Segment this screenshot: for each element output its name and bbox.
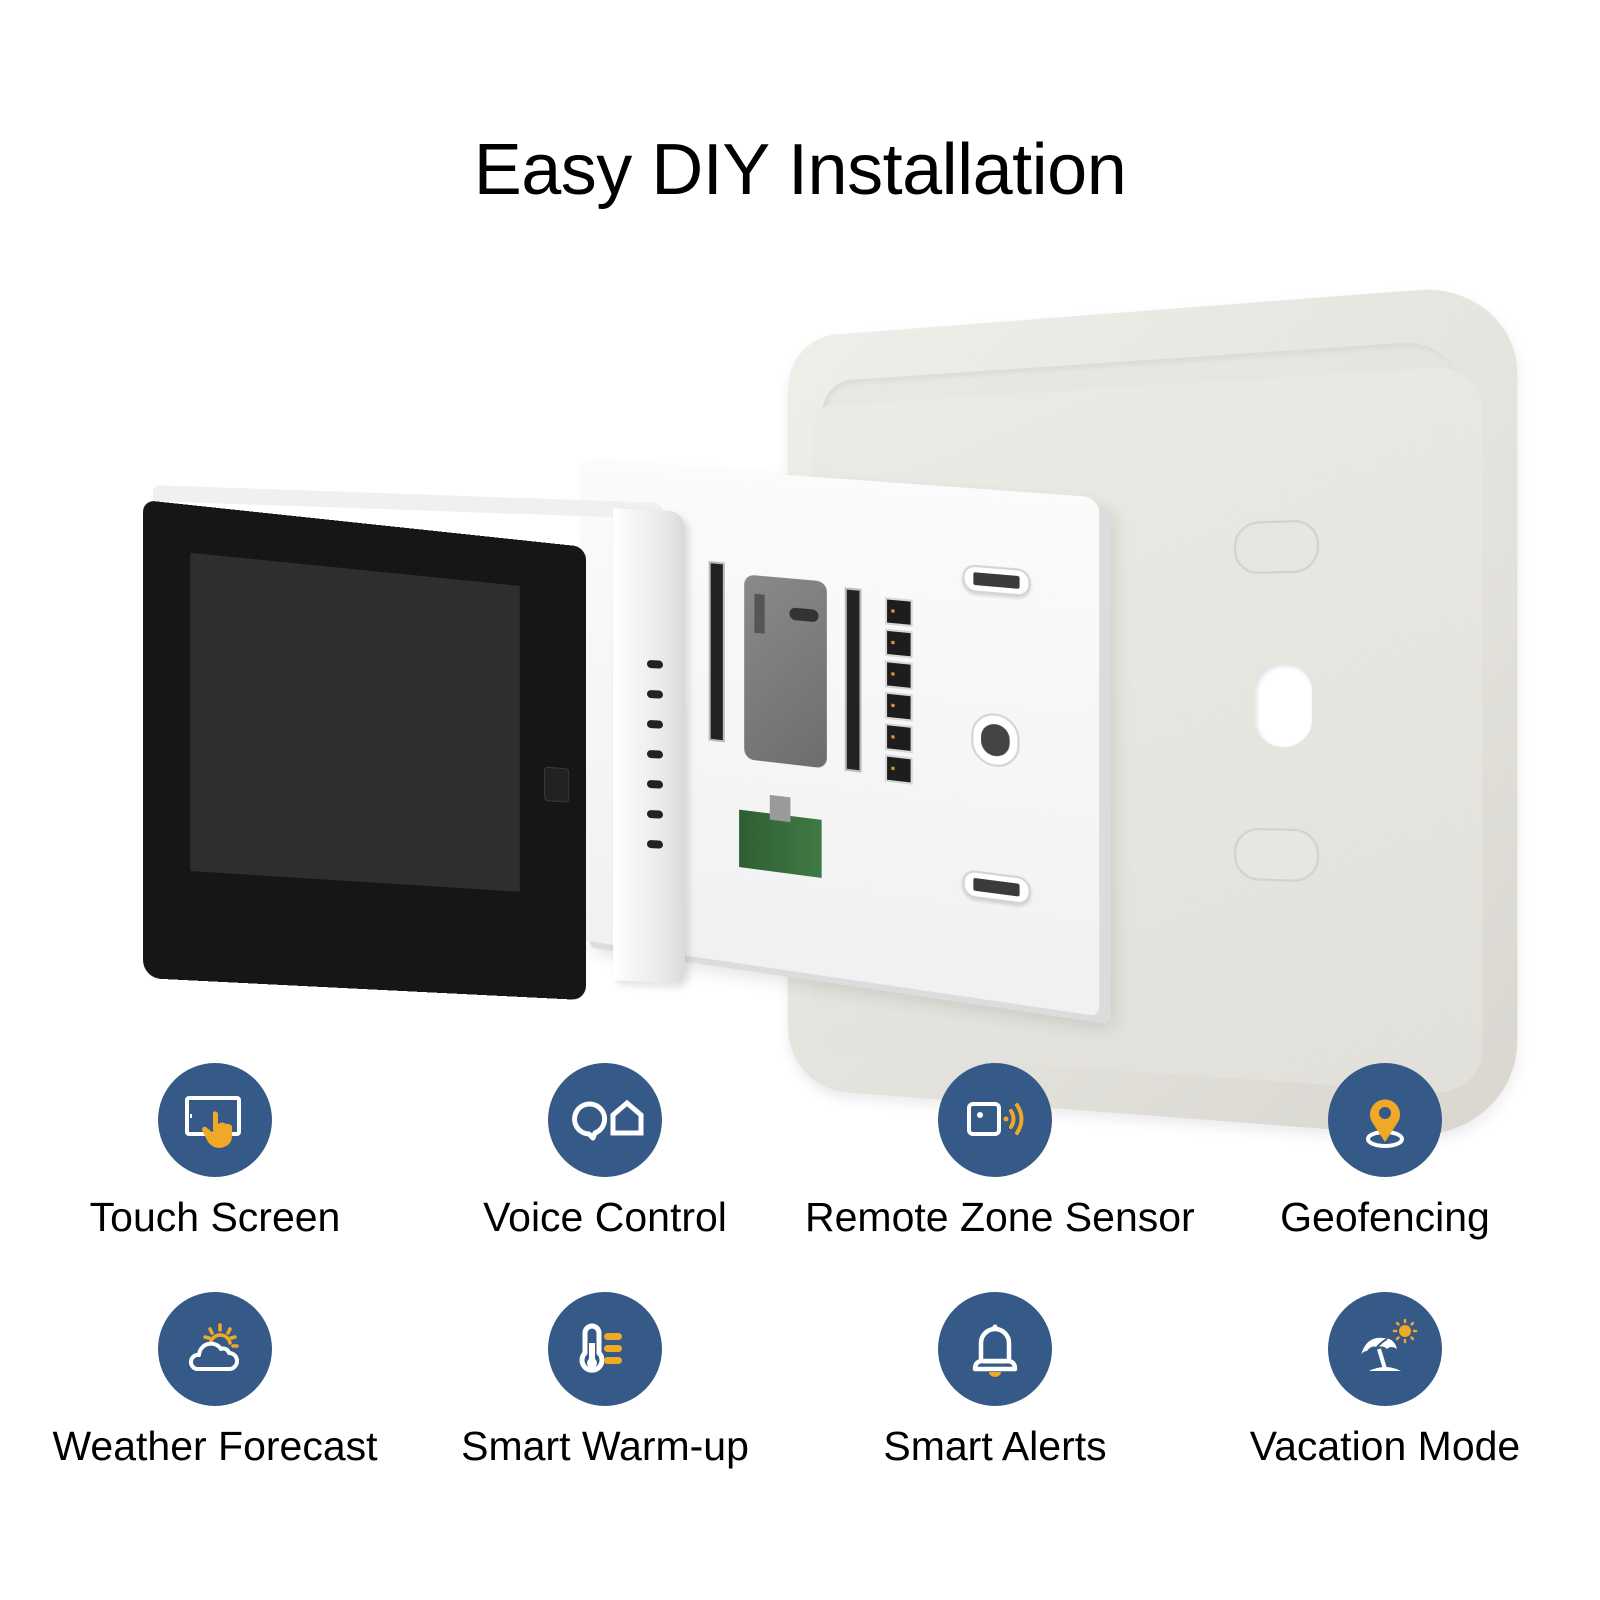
product-illustration [0,282,1600,1144]
feature-label: Remote Zone Sensor [805,1194,1195,1240]
feature-touch-screen: Touch Screen [25,1063,405,1241]
touch-screen-icon [185,1096,241,1148]
voice-assistant-icon [572,1099,644,1141]
display-side-edge [613,508,685,984]
vent-slot [647,809,663,819]
feature-remote-zone-sensor: Remote Zone Sensor [805,1063,1195,1241]
wire-terminal [884,754,913,785]
page-title: Easy DIY Installation [473,130,1127,211]
feature-icon-badge [1328,1292,1442,1406]
feature-icon-badge [938,1063,1052,1177]
display-bezel [143,500,587,1001]
vent-slot [647,719,663,729]
remote-sensor-icon [967,1102,1024,1136]
vent-slot [647,659,663,669]
feature-label: Vacation Mode [1249,1423,1521,1469]
feature-smart-warm-up: Smart Warm-up [415,1292,795,1470]
feature-icon-badge [548,1292,662,1406]
vent-slot [647,689,663,699]
location-pin-icon [1366,1099,1404,1148]
feature-icon-badge [158,1063,272,1177]
wire-terminal [884,628,913,659]
wall-plate-screw-hole [1254,663,1313,748]
vent-slot [647,839,663,849]
wire-terminal [884,691,913,722]
feature-label: Geofencing [1280,1194,1490,1240]
wire-terminal [884,722,913,754]
base-connector-slot-left [708,561,725,743]
base-mount-slot-bottom [962,869,1031,906]
feature-voice-control: Voice Control [415,1063,795,1241]
feature-label: Smart Warm-up [461,1423,749,1469]
feature-icon-badge [158,1292,272,1406]
dip-switch [754,593,765,634]
bell-icon [972,1324,1018,1377]
feature-smart-alerts: Smart Alerts [805,1292,1185,1470]
feature-geofencing: Geofencing [1195,1063,1575,1241]
feature-label: Voice Control [483,1194,727,1240]
feature-icon-badge [938,1292,1052,1406]
display-home-button [544,766,570,803]
wire-terminal [884,597,913,628]
feature-icon-badge [1328,1063,1442,1177]
pcb-connector-tab [769,794,791,823]
wire-terminal [884,660,913,691]
beach-umbrella-icon [1361,1318,1418,1371]
feature-vacation-mode: Vacation Mode [1195,1292,1575,1470]
wall-plate-slot-top [1233,519,1320,575]
base-battery-window [744,574,827,769]
weather-icon [188,1323,239,1371]
vent-slot [647,779,663,789]
base-mount-slot-top [962,563,1031,598]
vent-slot [647,749,663,759]
display-screen [190,552,520,892]
thermometer-icon [579,1323,622,1373]
feature-label: Touch Screen [89,1194,341,1240]
feature-label: Smart Alerts [883,1423,1107,1469]
usb-port [789,607,819,623]
feature-weather-forecast: Weather Forecast [25,1292,405,1470]
display-unit [143,485,688,1001]
feature-label: Weather Forecast [52,1423,378,1469]
base-connector-slot-right [844,587,862,773]
feature-icon-badge [548,1063,662,1177]
wall-plate-slot-bottom [1233,827,1320,883]
base-screw-hole [971,710,1020,770]
